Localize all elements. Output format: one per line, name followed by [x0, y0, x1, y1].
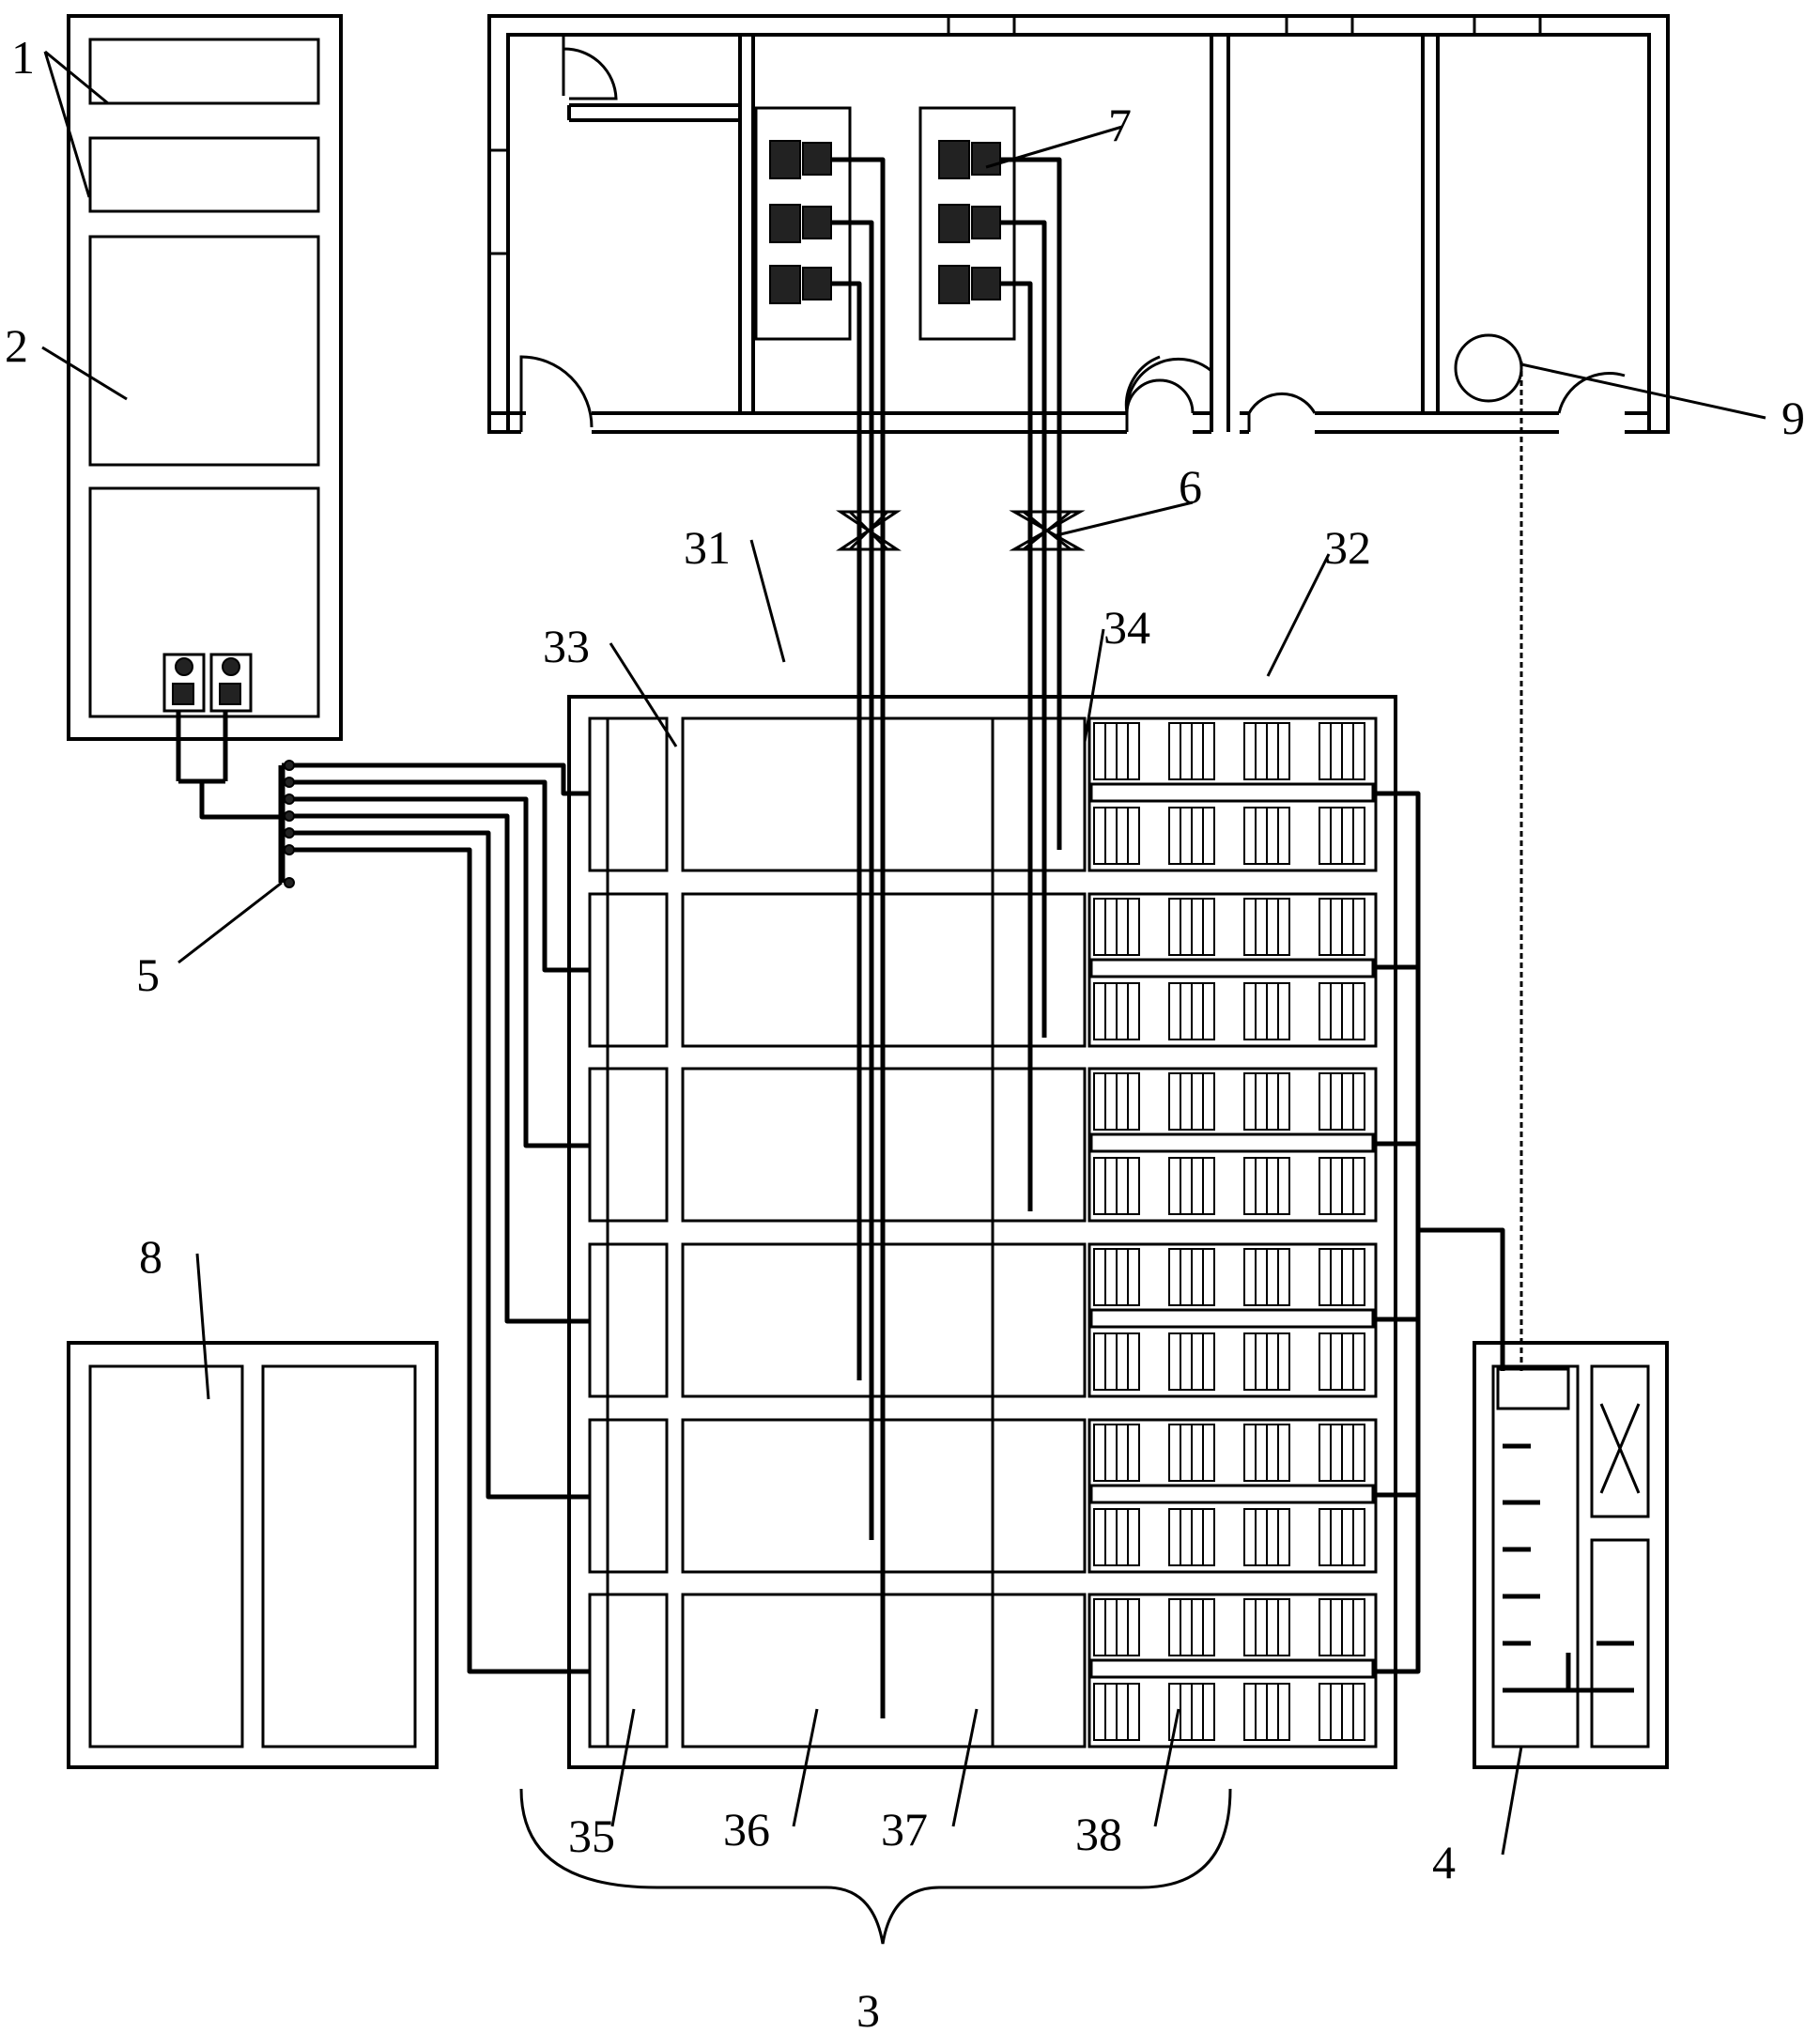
module-header-bar [1089, 782, 1375, 803]
membrane-module-grid [1089, 722, 1375, 1741]
blower-units [162, 653, 253, 713]
tank-rows [588, 716, 1087, 1748]
manifold-nodes [284, 760, 295, 888]
leader-lines [41, 50, 1766, 1856]
label-set: 1 2 3 4 5 6 7 8 9 31 32 33 34 35 36 37 3… [5, 31, 1805, 2033]
module-header-bar [1089, 1658, 1375, 1679]
label-5: 5 [136, 948, 160, 1001]
pump-group-b [938, 140, 1001, 304]
label-7: 7 [1108, 99, 1132, 151]
effluent-pipes [1376, 362, 1523, 1674]
pump-group-a [769, 140, 832, 304]
room-1b [88, 136, 320, 213]
label-1: 1 [11, 31, 35, 84]
room-lower [88, 486, 320, 718]
label-38: 38 [1075, 1808, 1122, 1860]
label-3: 3 [856, 1984, 880, 2033]
module-header-bar [1089, 1308, 1375, 1329]
left-building [67, 14, 343, 820]
tank-9 [1454, 333, 1523, 403]
module-header-bar [1089, 1132, 1375, 1153]
label-8: 8 [139, 1230, 162, 1283]
label-35: 35 [568, 1810, 615, 1862]
membrane-modules [1087, 716, 1378, 1748]
label-34: 34 [1103, 601, 1150, 654]
module-header-bar [1089, 1484, 1375, 1504]
room-1a [88, 38, 320, 105]
label-31: 31 [684, 521, 731, 574]
air-manifold-5 [278, 760, 590, 1674]
pipes-from-pumps [831, 157, 1086, 1718]
module-header-bar [1089, 958, 1375, 978]
brace-3 [519, 1788, 1232, 1945]
label-6: 6 [1179, 460, 1202, 513]
tank-block-3 [567, 695, 1397, 1769]
valve-b [1009, 510, 1086, 551]
label-33: 33 [543, 620, 590, 672]
label-36: 36 [723, 1803, 770, 1856]
valve-a [836, 510, 902, 551]
label-4: 4 [1432, 1836, 1456, 1888]
building-8 [67, 1341, 439, 1769]
label-32: 32 [1324, 521, 1371, 574]
label-2: 2 [5, 319, 28, 372]
label-37: 37 [881, 1803, 928, 1856]
room-2 [88, 235, 320, 467]
top-building [487, 14, 1670, 434]
building-4 [1473, 1341, 1669, 1769]
label-9: 9 [1781, 392, 1805, 444]
